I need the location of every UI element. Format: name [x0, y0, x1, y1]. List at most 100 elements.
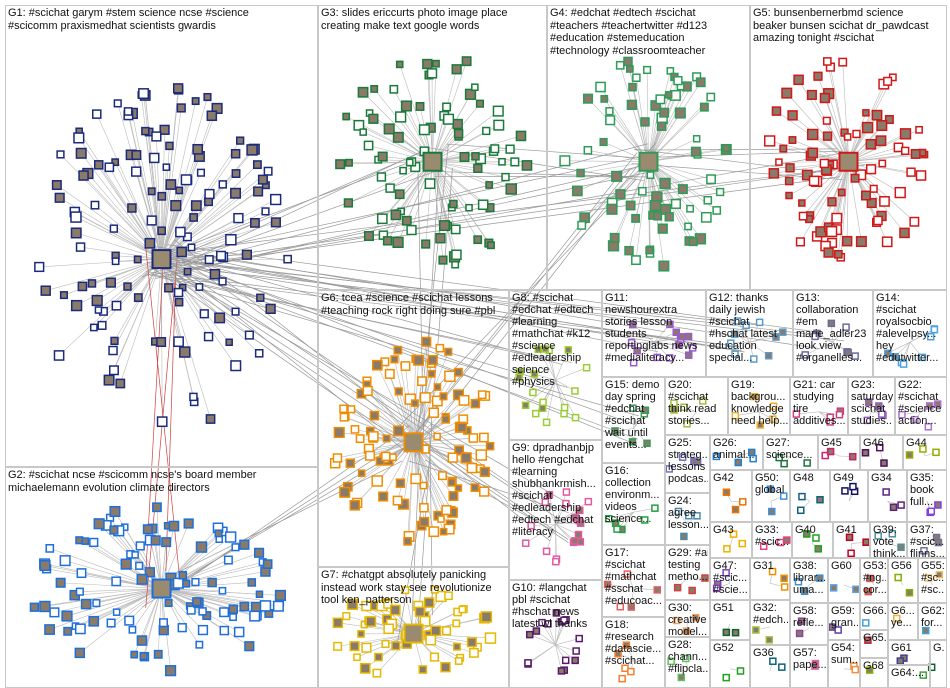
- node[interactable]: [881, 236, 893, 248]
- node[interactable]: [927, 507, 936, 516]
- node[interactable]: [803, 459, 811, 467]
- node[interactable]: [623, 56, 633, 67]
- node[interactable]: [864, 587, 872, 596]
- node[interactable]: [659, 177, 671, 190]
- node[interactable]: [244, 641, 255, 652]
- node[interactable]: [431, 395, 443, 407]
- node[interactable]: [803, 530, 811, 538]
- node[interactable]: [498, 157, 506, 166]
- node[interactable]: [230, 148, 241, 159]
- node[interactable]: [866, 197, 877, 209]
- node[interactable]: [261, 207, 270, 216]
- node[interactable]: [632, 73, 641, 82]
- node[interactable]: [191, 577, 200, 587]
- node[interactable]: [355, 434, 365, 444]
- node[interactable]: [104, 162, 115, 173]
- node[interactable]: [109, 224, 119, 233]
- node[interactable]: [889, 503, 898, 512]
- node[interactable]: [480, 611, 493, 623]
- node[interactable]: [627, 338, 636, 347]
- node[interactable]: [599, 137, 608, 147]
- node[interactable]: [932, 448, 940, 457]
- node[interactable]: [935, 570, 944, 579]
- node[interactable]: [649, 199, 662, 212]
- node[interactable]: [831, 212, 843, 224]
- node[interactable]: [771, 106, 782, 116]
- node[interactable]: [162, 163, 171, 171]
- node[interactable]: [686, 204, 694, 213]
- node[interactable]: [682, 654, 690, 663]
- node[interactable]: [722, 488, 731, 497]
- node[interactable]: [176, 103, 186, 113]
- node[interactable]: [684, 351, 693, 359]
- node[interactable]: [439, 527, 448, 536]
- node[interactable]: [368, 113, 379, 124]
- node[interactable]: [385, 183, 395, 193]
- node[interactable]: [605, 115, 616, 126]
- node[interactable]: [779, 328, 787, 336]
- node[interactable]: [882, 488, 890, 496]
- node[interactable]: [733, 317, 742, 325]
- node[interactable]: [894, 573, 902, 582]
- node[interactable]: [798, 492, 806, 501]
- node[interactable]: [529, 388, 537, 397]
- node[interactable]: [108, 365, 119, 376]
- node[interactable]: [763, 135, 776, 147]
- node[interactable]: [473, 163, 483, 174]
- node[interactable]: [768, 567, 777, 576]
- node[interactable]: [164, 665, 177, 677]
- node[interactable]: [865, 164, 877, 175]
- node[interactable]: [901, 146, 910, 156]
- node[interactable]: [368, 431, 379, 442]
- node[interactable]: [629, 358, 638, 367]
- node[interactable]: [677, 184, 688, 195]
- node[interactable]: [93, 160, 104, 170]
- node[interactable]: [729, 530, 738, 538]
- node[interactable]: [779, 144, 788, 153]
- node[interactable]: [111, 576, 122, 587]
- node[interactable]: [811, 662, 819, 670]
- node[interactable]: [453, 367, 463, 377]
- node[interactable]: [552, 609, 561, 617]
- node[interactable]: [653, 586, 661, 594]
- node[interactable]: [924, 423, 933, 431]
- hub-node[interactable]: [838, 151, 859, 172]
- node[interactable]: [246, 144, 258, 156]
- node[interactable]: [806, 89, 817, 100]
- node[interactable]: [680, 403, 688, 412]
- node[interactable]: [843, 133, 852, 141]
- node[interactable]: [653, 211, 663, 221]
- node[interactable]: [204, 255, 214, 265]
- node[interactable]: [683, 420, 691, 428]
- node[interactable]: [505, 144, 515, 154]
- node[interactable]: [377, 151, 388, 162]
- node[interactable]: [468, 433, 479, 443]
- node[interactable]: [693, 458, 702, 466]
- node[interactable]: [241, 249, 252, 260]
- node[interactable]: [583, 145, 593, 155]
- node[interactable]: [195, 541, 208, 553]
- node[interactable]: [646, 171, 655, 180]
- node[interactable]: [576, 168, 585, 178]
- node[interactable]: [571, 656, 579, 665]
- node[interactable]: [778, 663, 786, 671]
- node[interactable]: [795, 237, 806, 247]
- node[interactable]: [178, 570, 188, 580]
- node[interactable]: [793, 74, 804, 86]
- node[interactable]: [335, 159, 346, 170]
- node[interactable]: [674, 507, 683, 516]
- node[interactable]: [919, 445, 927, 453]
- node[interactable]: [545, 490, 554, 499]
- node[interactable]: [89, 537, 99, 548]
- node[interactable]: [133, 255, 142, 264]
- node[interactable]: [685, 511, 693, 520]
- node[interactable]: [130, 650, 139, 659]
- node[interactable]: [584, 497, 593, 506]
- node[interactable]: [826, 413, 834, 422]
- node[interactable]: [376, 172, 387, 182]
- node[interactable]: [81, 537, 90, 545]
- node[interactable]: [475, 99, 485, 108]
- node[interactable]: [189, 213, 198, 222]
- node[interactable]: [768, 507, 776, 516]
- node[interactable]: [466, 462, 478, 474]
